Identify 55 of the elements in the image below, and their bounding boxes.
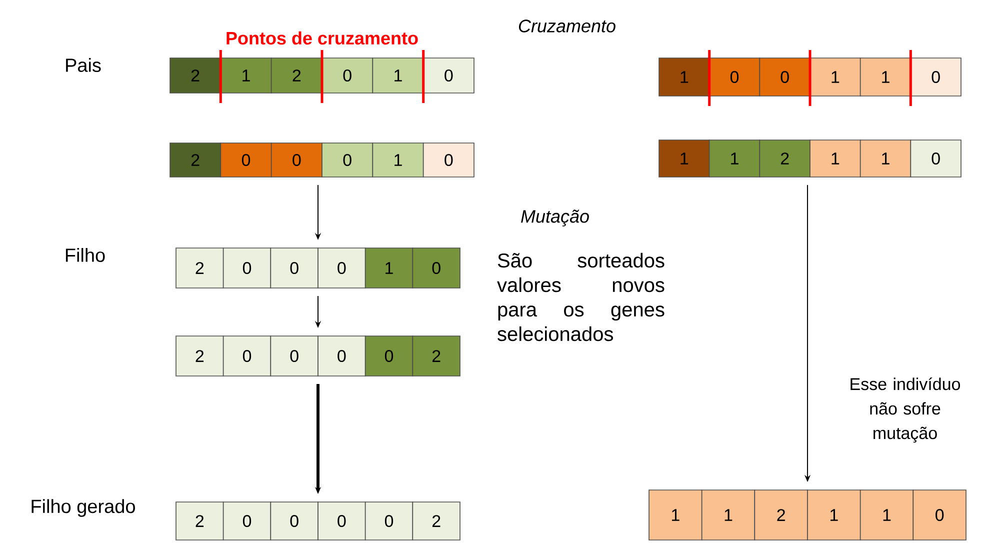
node-label: 0 xyxy=(932,70,940,84)
node-label: 1 xyxy=(680,152,688,164)
node-label: 1 xyxy=(242,70,250,82)
node-label: 2 xyxy=(432,350,440,362)
node-label: 0 xyxy=(730,70,739,84)
chromosome-bar: 2 1 2 0 1 0 xyxy=(170,58,474,94)
node-label: 1 xyxy=(830,509,838,521)
node-label: 0 xyxy=(338,514,346,528)
node-label: 0 xyxy=(338,262,346,274)
node-label: 2 xyxy=(191,70,200,82)
node-label: 0 xyxy=(290,350,298,362)
node-label: 1 xyxy=(724,509,732,521)
chromosome-bar: 2 0 0 0 1 0 xyxy=(170,142,474,178)
node-label: 0 xyxy=(932,152,940,165)
node-label: 0 xyxy=(338,350,346,362)
node-label: 0 xyxy=(242,154,250,166)
chromosome-bar: 1 1 2 1 1 0 xyxy=(658,140,962,178)
node-label: 0 xyxy=(384,350,394,362)
node-label: 1 xyxy=(832,152,840,164)
node-label: 1 xyxy=(394,70,402,82)
section-title: Mutação xyxy=(521,210,589,226)
row-label: Pais xyxy=(66,58,101,72)
node-label: 2 xyxy=(196,262,204,274)
chromosome-bar: 2 0 0 0 0 2 xyxy=(176,502,460,540)
node-label: 2 xyxy=(292,70,301,82)
row-label: Filho xyxy=(66,248,105,262)
node-label: 0 xyxy=(432,262,440,274)
chromosome-bar: 1 1 2 1 1 0 xyxy=(648,490,966,540)
node-label: 1 xyxy=(386,262,393,274)
node-label: 0 xyxy=(384,514,394,528)
node-label: 1 xyxy=(680,71,688,83)
node-label: 1 xyxy=(883,509,891,521)
node-label: 1 xyxy=(731,152,738,164)
node-label: 1 xyxy=(832,71,840,83)
section-title: Cruzamento xyxy=(518,20,616,32)
node-label: 0 xyxy=(444,69,453,82)
node-label: 2 xyxy=(196,350,204,362)
node-label: 2 xyxy=(196,515,204,527)
node-label: 0 xyxy=(292,154,301,166)
node-label: 0 xyxy=(290,262,298,274)
node-label: 0 xyxy=(780,70,789,84)
node-label: 2 xyxy=(780,152,789,164)
note-text: São sorteados valores novos para os genes selecionados xyxy=(497,252,664,342)
chromosome-bar: 2 0 0 0 0 2 xyxy=(176,336,460,376)
chromosome-bar: 2 0 0 0 1 0 xyxy=(176,248,460,288)
chromosome-bar: 1 0 0 1 1 0 xyxy=(658,58,962,96)
node-label: 1 xyxy=(394,154,402,166)
node-label: 2 xyxy=(777,509,785,521)
node-label: 2 xyxy=(191,154,200,166)
row-label: Filho gerado xyxy=(32,499,135,517)
node-label: 0 xyxy=(444,154,453,166)
node-label: 0 xyxy=(290,514,298,528)
note-text: Esse indivíduo não sofre mutação xyxy=(850,377,960,443)
node-label: 2 xyxy=(432,515,440,527)
node-label: 0 xyxy=(936,508,944,522)
